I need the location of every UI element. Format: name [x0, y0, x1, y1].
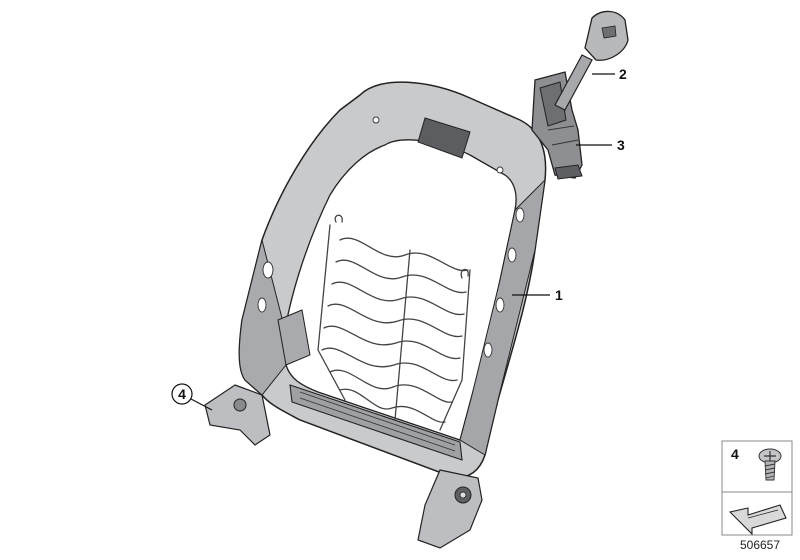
backrest-frame — [204, 81, 547, 549]
callout-4: 4 — [178, 386, 186, 402]
callout-1: 1 — [555, 287, 563, 303]
frame-left-rail-shade — [238, 239, 287, 396]
recliner-right — [417, 469, 483, 549]
headrest-pin — [554, 10, 629, 111]
fastener-kit-arrow-icon — [728, 504, 787, 536]
parts-legend: 4 — [721, 440, 793, 536]
callouts: 1 2 3 4 — [171, 66, 627, 411]
frame-right-rail-shade — [459, 178, 546, 456]
callout-3: 3 — [617, 137, 625, 153]
adjustment-motor — [277, 309, 311, 366]
top-crossbar-window — [417, 117, 471, 159]
wire-spring-mat — [317, 214, 471, 431]
leader-line-4 — [190, 398, 213, 411]
recliner-left — [204, 384, 271, 446]
callout-2: 2 — [619, 66, 627, 82]
frame-holes — [257, 116, 525, 358]
screw-icon — [758, 448, 782, 481]
legend-part4-number: 4 — [731, 446, 739, 462]
callout-4-circle — [171, 383, 193, 405]
diagram-reference-number: 506657 — [739, 538, 781, 552]
